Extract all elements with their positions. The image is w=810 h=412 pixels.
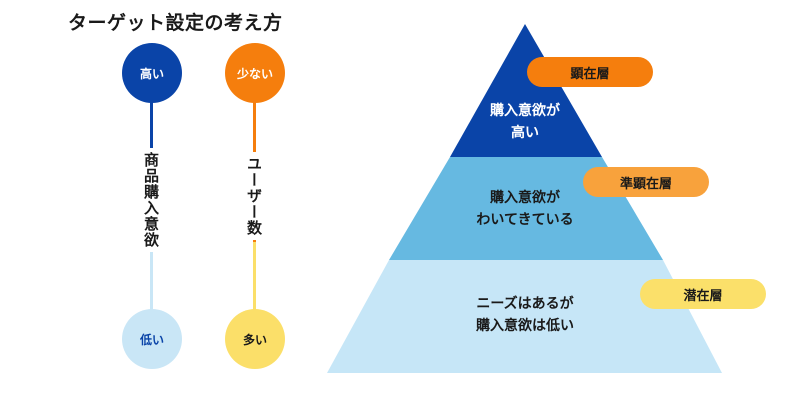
- pyramid-bottom-text: ニーズはあるが 購入意欲は低い: [415, 293, 635, 337]
- users-few-label: 少ない: [236, 66, 273, 81]
- purchase-high-circle: 高い: [122, 43, 182, 103]
- pyramid-bottom-layer: [327, 260, 722, 373]
- pyramid-bottom-text-line2: 購入意欲は低い: [476, 318, 574, 334]
- pyramid-middle-text-line2: わいてきている: [476, 212, 574, 228]
- pyramid-top-text-line2: 高い: [511, 125, 539, 141]
- purchase-low-label: 低い: [139, 332, 164, 347]
- users-axis-label: ユーザー数: [245, 152, 263, 240]
- purchase-line-lower: [150, 242, 153, 320]
- semi-manifest-layer-pill: 準顕在層: [583, 167, 709, 197]
- pyramid-top-layer: [450, 24, 602, 157]
- pyramid-top-text-line1: 購入意欲が: [490, 103, 560, 119]
- pyramid-middle-text: 購入意欲が わいてきている: [415, 187, 635, 231]
- users-line-lower: [253, 242, 256, 320]
- users-many-circle: 多い: [225, 309, 285, 369]
- pyramid-middle-text-line1: 購入意欲が: [490, 190, 560, 206]
- manifest-layer-pill: 顕在層: [527, 57, 653, 87]
- pyramid-top-text: 購入意欲が 高い: [415, 100, 635, 144]
- latent-layer-pill: 潜在層: [640, 279, 766, 309]
- purchase-axis-label: 商品購入意欲: [142, 148, 160, 252]
- users-few-circle: 少ない: [225, 43, 285, 103]
- purchase-high-label: 高い: [139, 66, 164, 81]
- page-title: ターゲット設定の考え方: [68, 12, 283, 34]
- purchase-low-circle: 低い: [122, 309, 182, 369]
- pyramid-bottom-text-line1: ニーズはあるが: [476, 296, 574, 312]
- users-many-label: 多い: [242, 332, 267, 347]
